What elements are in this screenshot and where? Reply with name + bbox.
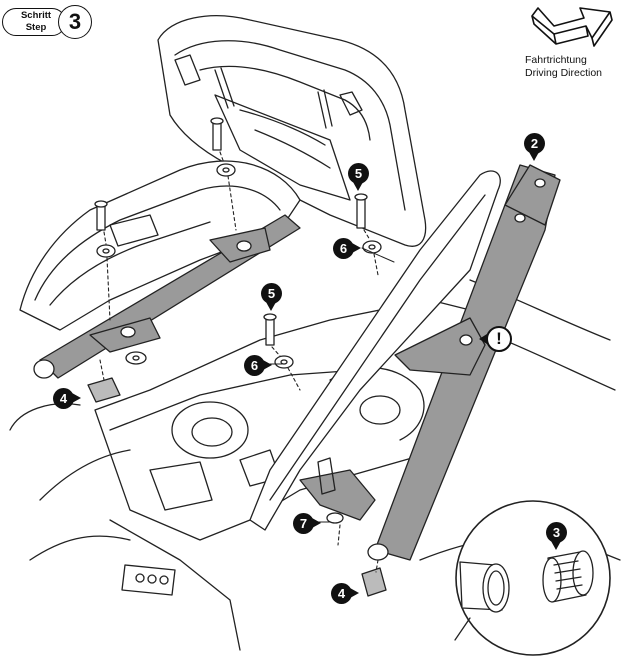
step-label: Schritt Step — [9, 10, 63, 34]
callout-6-upper: 6 — [333, 238, 361, 259]
washers — [96, 163, 382, 369]
callout-5-lower: 5 — [261, 283, 282, 311]
arrow-icon — [531, 7, 613, 47]
driving-direction: Fahrtrichtung Driving Direction — [524, 4, 619, 84]
callout-7: 7 — [293, 513, 321, 534]
direction-caption: Fahrtrichtung Driving Direction — [525, 54, 602, 80]
right-rack-bar — [299, 164, 561, 561]
step-pill: Schritt Step — [2, 8, 66, 36]
callout-3: 3 — [546, 522, 567, 550]
warning-icon: ! — [479, 326, 512, 352]
pad-left — [87, 377, 121, 403]
step-word-german: Schritt — [20, 10, 52, 21]
step-number: 3 — [58, 5, 92, 39]
callout-6-lower: 6 — [244, 355, 272, 376]
detail-inset — [454, 500, 611, 656]
callout-5-upper: 5 — [348, 163, 369, 191]
direction-label-english: Driving Direction — [525, 67, 603, 79]
bolts — [94, 117, 368, 346]
side-panel-drawing — [19, 160, 301, 331]
direction-label-german: Fahrtrichtung — [525, 54, 587, 66]
callout-2: 2 — [524, 133, 545, 161]
left-rack-bar — [33, 214, 301, 379]
right-panel-drawing — [249, 170, 501, 531]
step-badge: Schritt Step 3 — [2, 5, 94, 39]
callout-4-bottom: 4 — [331, 583, 359, 604]
callout-4-left: 4 — [53, 388, 81, 409]
pad-bottom — [361, 567, 387, 597]
step-word-english: Step — [25, 22, 47, 33]
